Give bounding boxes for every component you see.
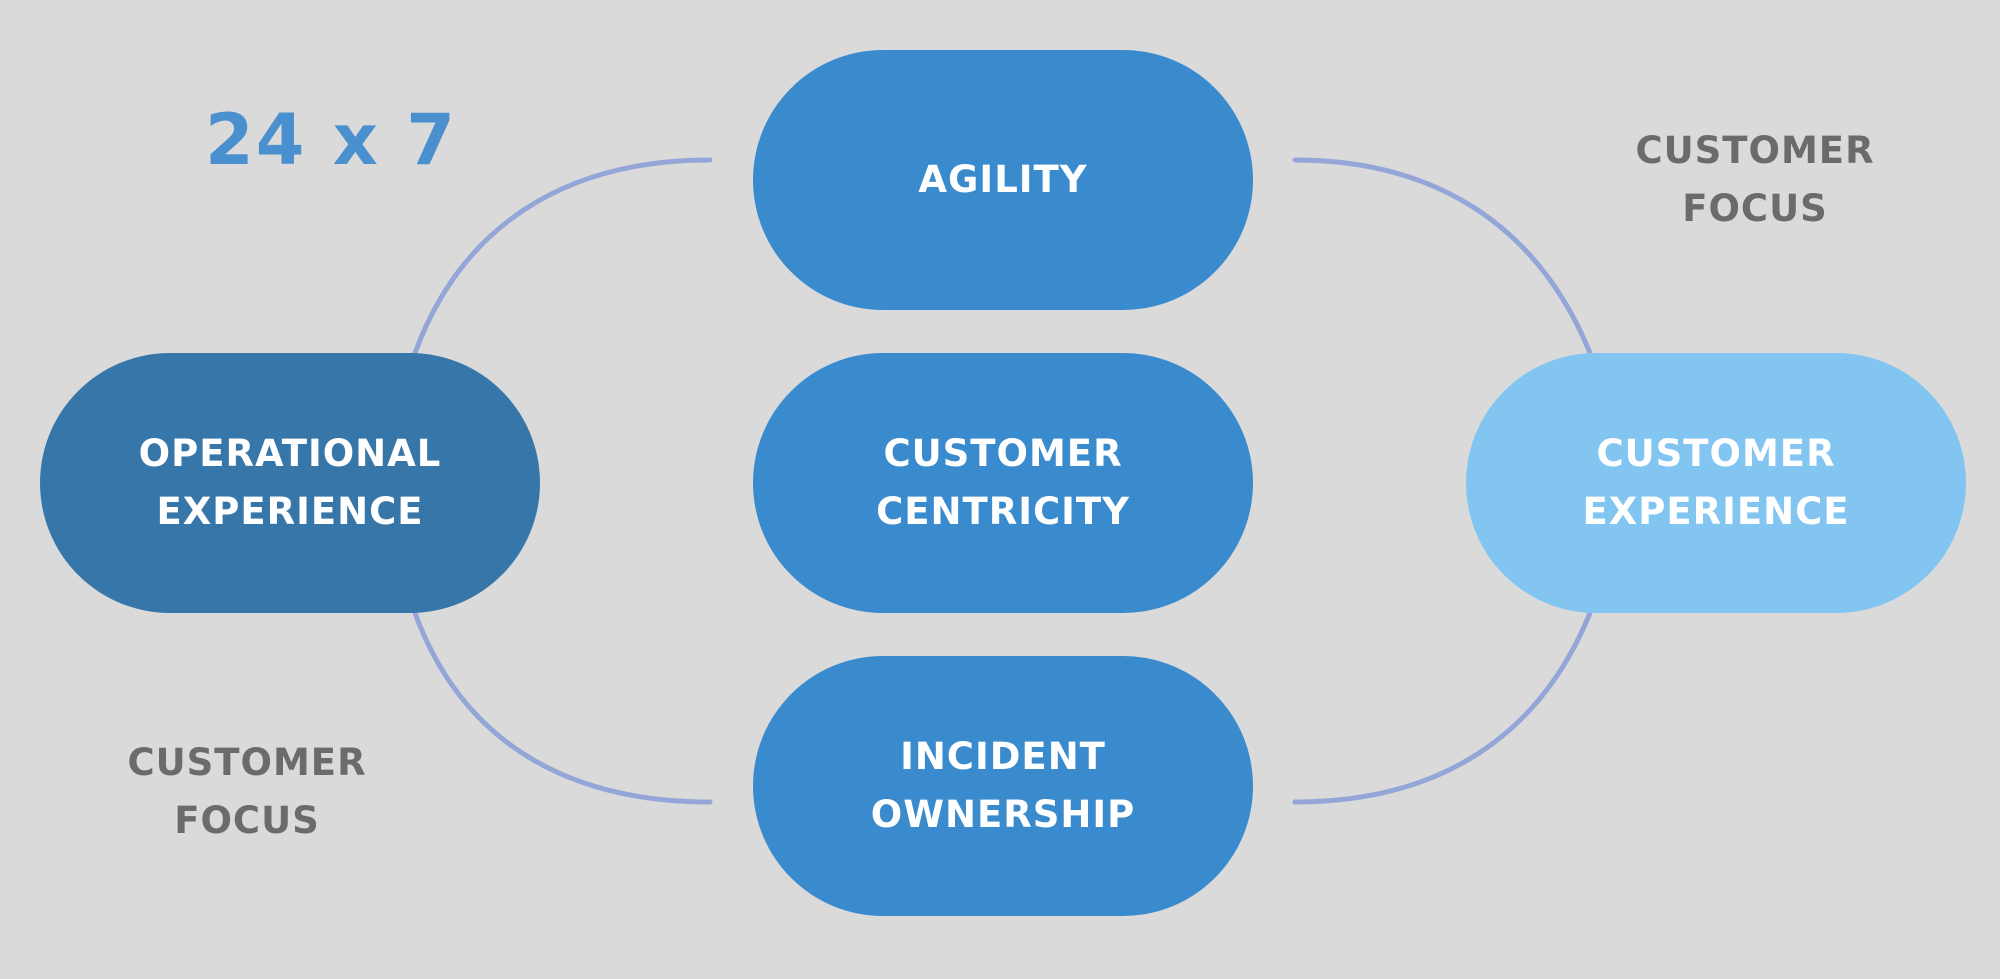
label-line: CUSTOMER <box>1635 129 1875 172</box>
node-label: OPERATIONAL <box>138 432 442 475</box>
node-label: INCIDENT <box>900 735 1106 778</box>
node-label: EXPERIENCE <box>156 490 424 533</box>
connector-arc-bottom-left <box>412 610 713 805</box>
node-customer-experience: CUSTOMER EXPERIENCE <box>1466 353 1966 613</box>
node-agility: AGILITY <box>753 50 1253 310</box>
headline-24x7: 24 x 7 <box>205 99 458 181</box>
node-label: AGILITY <box>918 158 1088 201</box>
node-label: CUSTOMER <box>1596 432 1836 475</box>
label-line: FOCUS <box>174 799 320 842</box>
label-customer-focus-bottom-left: CUSTOMER FOCUS <box>52 734 442 850</box>
connector-arc-top-right <box>1292 157 1593 356</box>
node-label: EXPERIENCE <box>1582 490 1850 533</box>
connector-arc-bottom-right <box>1292 610 1593 805</box>
node-customer-centricity: CUSTOMER CENTRICITY <box>753 353 1253 613</box>
node-label: CENTRICITY <box>876 490 1130 533</box>
label-customer-focus-top-right: CUSTOMER FOCUS <box>1560 122 1950 238</box>
node-label: OWNERSHIP <box>870 793 1136 836</box>
label-line: CUSTOMER <box>127 741 367 784</box>
node-operational-experience: OPERATIONAL EXPERIENCE <box>40 353 540 613</box>
node-label: CUSTOMER <box>883 432 1123 475</box>
label-line: FOCUS <box>1682 187 1828 230</box>
node-incident-ownership: INCIDENT OWNERSHIP <box>753 656 1253 916</box>
connector-arc-top-left <box>412 157 713 356</box>
